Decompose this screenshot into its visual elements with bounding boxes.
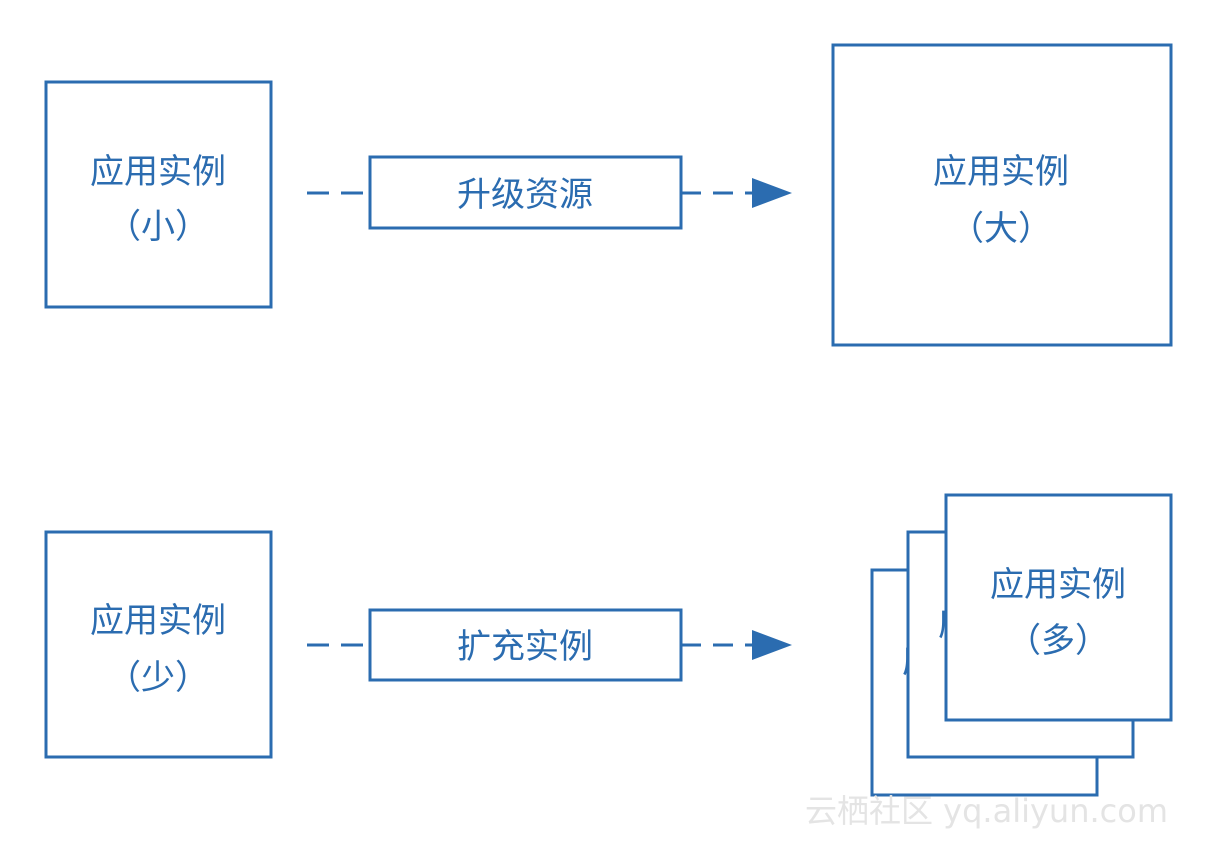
- scale-instances-label: 扩充实例: [457, 627, 593, 667]
- large-instance-box: [831, 43, 1173, 347]
- few-instance-title: 应用实例: [90, 601, 226, 641]
- few-instance-subtitle: （少）: [107, 658, 209, 698]
- few-instance-box: [44, 530, 273, 759]
- upgrade-arrow-head-icon: [752, 178, 792, 208]
- small-instance-subtitle: （小）: [107, 207, 209, 247]
- scale-instances-box: [368, 608, 683, 682]
- watermark-text: 云栖社区 yq.aliyun.com: [805, 792, 1168, 830]
- bottom-row: 应用实例 （少） 扩充实例 应 应 应用实例 （多）: [44, 493, 1173, 797]
- small-instance-title: 应用实例: [90, 152, 226, 192]
- large-instance-title: 应用实例: [933, 152, 1069, 192]
- scale-arrow-head-icon: [752, 630, 792, 660]
- many-instance-box: [944, 493, 1173, 722]
- upgrade-resources-label: 升级资源: [457, 175, 593, 215]
- large-instance-subtitle: （大）: [950, 209, 1052, 249]
- small-instance-box: [44, 80, 273, 309]
- upgrade-resources-box: [368, 155, 683, 230]
- top-row: 应用实例 （小） 升级资源 应用实例 （大）: [44, 43, 1173, 347]
- many-instance-title: 应用实例: [990, 565, 1126, 605]
- many-instance-subtitle: （多）: [1007, 621, 1109, 661]
